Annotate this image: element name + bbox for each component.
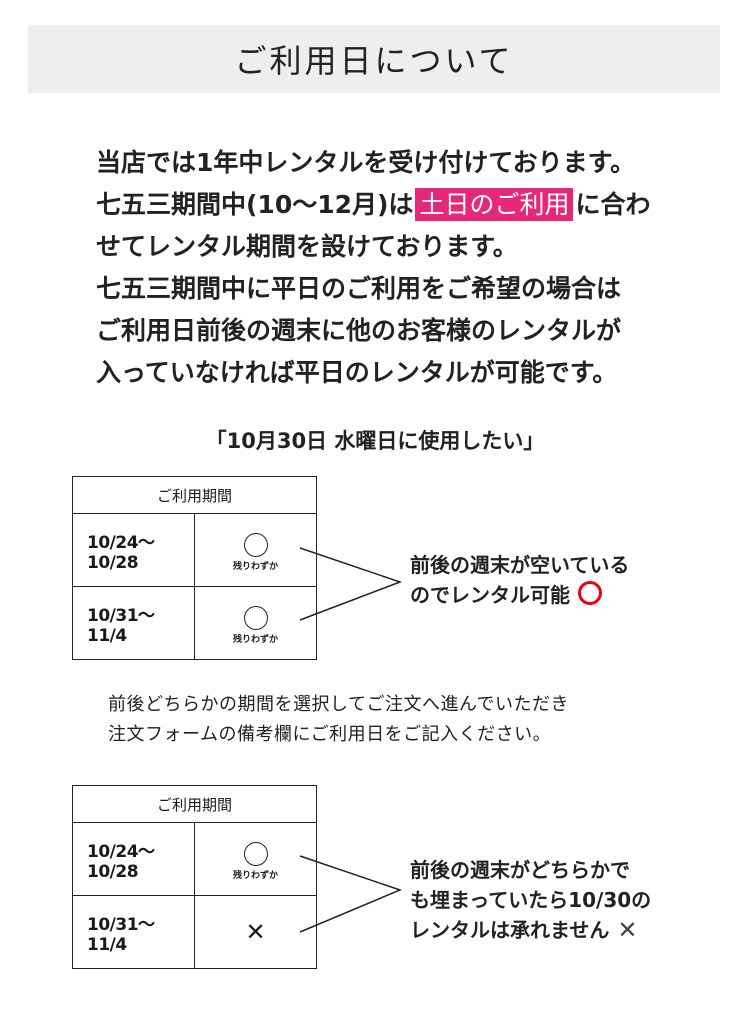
note-line-2: も埋まっていたら10/30の [410, 888, 652, 912]
table-row: 10/31〜11/4 ✕ [72, 895, 317, 969]
weekend-highlight: 土日のご利用 [415, 188, 574, 221]
table-row: 10/24〜10/28 残りわずか [72, 822, 317, 896]
instruction-line-2: 注文フォームの備考欄にご利用日をご記入ください。 [108, 724, 552, 745]
status-cell: 残りわずか [194, 822, 317, 896]
note-line-2-text: のでレンタル可能 [410, 583, 570, 607]
period-cell: 10/31〜11/4 [72, 586, 195, 660]
note-line-1: 前後の週末がどちらかで [410, 858, 630, 882]
intro-text: 当店では1年中レンタルを受け付けております。 七五三期間中(10〜12月)は土日… [96, 142, 696, 394]
period-cell: 10/24〜10/28 [72, 822, 195, 896]
table-row: 10/24〜10/28 残りわずか [72, 513, 317, 587]
rental-impossible-note: 前後の週末がどちらかで も埋まっていたら10/30の レンタルは承れません ✕ [410, 855, 651, 945]
ng-cross-icon: ✕ [617, 916, 638, 944]
status-cell: 残りわずか [194, 513, 317, 587]
table-header-row: ご利用期間 [72, 476, 317, 514]
period-table-available: ご利用期間 10/24〜10/28 残りわずか 10/31〜11/4 残りわずか [72, 476, 317, 660]
period-cell: 10/24〜10/28 [72, 513, 195, 587]
note-line-1: 前後の週末が空いている [410, 553, 630, 577]
intro-line-2-post: に合わ [575, 190, 651, 219]
few-left-label: 残りわずか [232, 634, 278, 645]
period-cell: 10/31〜11/4 [72, 895, 195, 969]
note-line-3: レンタルは承れません ✕ [410, 915, 651, 945]
instruction-line-1: 前後どちらかの期間を選択してご注文へ進んでいただき [108, 694, 570, 715]
status-cell: ✕ [194, 895, 317, 969]
table-header: ご利用期間 [72, 785, 317, 823]
unavailable-cross-icon: ✕ [245, 918, 266, 946]
order-instruction: 前後どちらかの期間を選択してご注文へ進んでいただき 注文フォームの備考欄にご利用… [108, 690, 569, 750]
status-cell: 残りわずか [194, 586, 317, 660]
table-row: 10/31〜11/4 残りわずか [72, 586, 317, 660]
example-title: 「10月30日 水曜日に使用したい」 [205, 429, 545, 453]
intro-line-5: ご利用日前後の週末に他のお客様のレンタルが [96, 316, 622, 345]
page-header: ご利用日について [28, 25, 720, 93]
intro-line-3: せてレンタル期間を設けております。 [96, 232, 518, 261]
ok-circle-icon [578, 581, 602, 605]
note-line-2: のでレンタル可能 [410, 580, 629, 610]
available-circle-icon [243, 532, 268, 557]
intro-line-4: 七五三期間中に平日のご利用をご希望の場合は [96, 274, 622, 303]
note-line-3-text: レンタルは承れません [410, 918, 610, 942]
few-left-label: 残りわずか [232, 870, 278, 881]
intro-line-1: 当店では1年中レンタルを受け付けております。 [96, 148, 636, 177]
page-title: ご利用日について [234, 42, 514, 80]
available-circle-icon [243, 605, 268, 630]
intro-line-6: 入っていなければ平日のレンタルが可能です。 [96, 358, 618, 387]
intro-line-2-pre: 七五三期間中(10〜12月)は [96, 190, 414, 219]
intro-line-2: 七五三期間中(10〜12月)は土日のご利用に合わ [96, 184, 696, 226]
table-header: ご利用期間 [72, 476, 317, 514]
few-left-label: 残りわずか [232, 561, 278, 572]
period-table-unavailable: ご利用期間 10/24〜10/28 残りわずか 10/31〜11/4 ✕ [72, 785, 317, 969]
table-header-row: ご利用期間 [72, 785, 317, 823]
rental-possible-note: 前後の週末が空いている のでレンタル可能 [410, 550, 629, 610]
available-circle-icon [243, 841, 268, 866]
